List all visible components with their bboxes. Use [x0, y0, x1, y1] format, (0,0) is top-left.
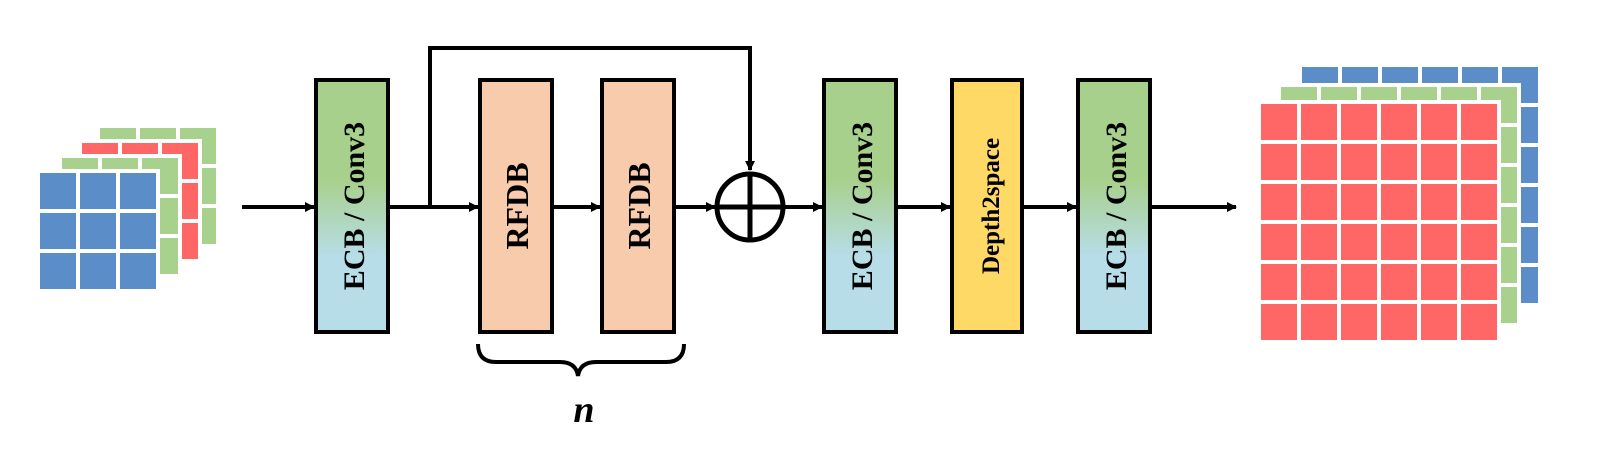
output-layer-red	[1257, 100, 1501, 344]
pixel-tile	[1301, 304, 1337, 340]
repeat-count-label: n	[573, 389, 594, 431]
pixel-tile	[1341, 104, 1377, 140]
pixel-tile	[1341, 224, 1377, 260]
pixel-tile	[1341, 144, 1377, 180]
pixel-tile	[1421, 144, 1457, 180]
pixel-tile	[1341, 304, 1377, 340]
pixel-tile	[1341, 184, 1377, 220]
input-layer-blue	[36, 169, 160, 293]
pixel-tile	[1261, 264, 1297, 300]
pixel-tile	[1261, 304, 1297, 340]
pixel-tile	[1261, 144, 1297, 180]
pixel-tile	[1301, 104, 1337, 140]
pixel-tile	[1461, 304, 1497, 340]
pixel-tile	[1381, 104, 1417, 140]
pixel-tile	[1421, 224, 1457, 260]
pixel-tile	[1421, 184, 1457, 220]
pixel-tile	[1261, 184, 1297, 220]
block-label: RFDB	[621, 162, 657, 249]
pixel-tile	[1261, 104, 1297, 140]
pixel-tile	[120, 213, 156, 249]
block-ecb-conv3-2: ECB / Conv3	[822, 78, 898, 334]
pixel-tile	[1301, 184, 1337, 220]
pixel-tile	[1421, 264, 1457, 300]
pixel-tile	[80, 213, 116, 249]
block-label: RFDB	[499, 162, 535, 249]
repeat-brace	[476, 343, 686, 377]
pixel-tile	[80, 173, 116, 209]
output-image-stack	[1257, 63, 1542, 344]
block-rfdb-2: RFDB	[600, 78, 676, 334]
pixel-tile	[1461, 224, 1497, 260]
pixel-tile	[120, 253, 156, 289]
pixel-tile	[1381, 184, 1417, 220]
input-image-stack	[36, 124, 220, 293]
pixel-tile	[80, 253, 116, 289]
add-node	[714, 171, 786, 243]
pixel-tile	[1461, 104, 1497, 140]
pixel-tile	[1341, 264, 1377, 300]
pixel-tile	[1301, 144, 1337, 180]
pixel-tile	[1261, 224, 1297, 260]
pixel-tile	[1461, 184, 1497, 220]
pixel-tile	[1421, 104, 1457, 140]
pixel-tile	[1381, 304, 1417, 340]
pixel-tile	[40, 213, 76, 249]
connectors	[242, 46, 1237, 212]
block-ecb-conv3-1: ECB / Conv3	[314, 78, 390, 334]
block-label: ECB / Conv3	[1100, 122, 1133, 290]
pixel-tile	[120, 173, 156, 209]
pixel-tile	[1461, 144, 1497, 180]
pixel-tile	[40, 253, 76, 289]
pixel-tile	[1461, 264, 1497, 300]
block-rfdb-1: RFDB	[478, 78, 554, 334]
pixel-tile	[1381, 144, 1417, 180]
pixel-tile	[1381, 224, 1417, 260]
pixel-tile	[1301, 264, 1337, 300]
block-depth2space: Depth2space	[950, 78, 1024, 334]
block-ecb-conv3-3: ECB / Conv3	[1076, 78, 1152, 334]
block-label: ECB / Conv3	[338, 122, 371, 290]
pixel-tile	[1421, 304, 1457, 340]
block-label: ECB / Conv3	[846, 122, 879, 290]
block-label: Depth2space	[978, 138, 1005, 274]
skip-connection	[428, 46, 755, 207]
pixel-tile	[1381, 264, 1417, 300]
pixel-tile	[40, 173, 76, 209]
pixel-tile	[1301, 224, 1337, 260]
